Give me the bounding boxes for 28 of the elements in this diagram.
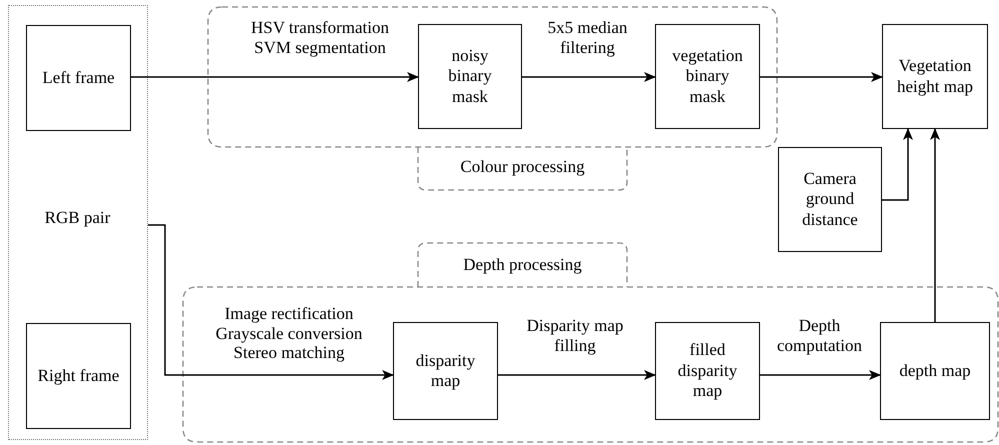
arrow <box>882 128 913 201</box>
process-box: disparity map <box>393 322 498 420</box>
group-label: Colour processing <box>459 157 586 177</box>
process-box: Right frame <box>26 323 131 429</box>
edge-label: HSV transformation SVM segmentation <box>250 18 390 58</box>
arrow <box>760 370 881 380</box>
process-box: depth map <box>880 322 990 420</box>
group-label: Depth processing <box>462 255 583 275</box>
dotted-group-frame <box>8 5 148 440</box>
process-box: filled disparity map <box>655 322 760 420</box>
edge-label: Disparity map filling <box>526 316 624 356</box>
process-box: vegetation binary mask <box>655 24 760 129</box>
process-box: noisy binary mask <box>418 24 522 129</box>
edge-label: Depth computation <box>776 316 863 356</box>
edge-label: Image rectification Grayscale conversion Stereo matching <box>214 304 364 363</box>
process-box: Vegetation height map <box>882 24 988 129</box>
dashed-group-frame <box>183 243 998 442</box>
process-box: Camera ground distance <box>778 147 882 252</box>
arrow <box>498 370 656 380</box>
edge-label: 5x5 median filtering <box>546 18 628 58</box>
arrow <box>148 224 394 380</box>
group-label: RGB pair <box>44 208 112 228</box>
arrow <box>522 72 656 82</box>
arrow <box>930 128 940 322</box>
process-box: Left frame <box>26 25 131 131</box>
arrow <box>130 72 419 82</box>
arrow <box>760 72 883 82</box>
dashed-group-frame <box>208 7 777 190</box>
